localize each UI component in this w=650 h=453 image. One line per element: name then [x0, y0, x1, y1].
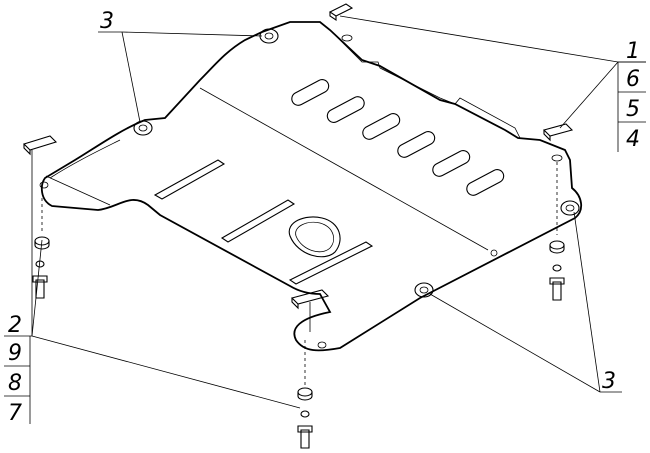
callout-table-left: 2 9 8 7: [4, 313, 32, 426]
leader-line: [559, 61, 619, 129]
small-hole: [490, 249, 498, 257]
mount-hole: [133, 120, 153, 136]
callout-2: 2: [8, 313, 22, 338]
leader-lines: [31, 15, 646, 409]
vent-slot: [466, 169, 505, 196]
mount-hole: [419, 286, 429, 294]
bracket-plate: [328, 3, 354, 17]
callout-3-top-left: 3: [100, 9, 114, 34]
callout-3-bottom-right: 3: [602, 369, 616, 394]
callout-6: 6: [626, 67, 640, 92]
skid-plate-outline: [40, 21, 582, 352]
vent-slot: [362, 113, 401, 140]
rib: [153, 159, 226, 200]
drain-opening: [288, 216, 341, 258]
mounting-holes: [39, 28, 580, 349]
bracket-plate: [329, 12, 337, 22]
small-hole: [341, 34, 353, 42]
leader-line: [45, 175, 111, 206]
washer: [549, 240, 565, 250]
vent-slot: [397, 131, 436, 158]
leader-line: [339, 15, 619, 63]
leader-line: [121, 31, 141, 123]
fastener-right: [549, 162, 565, 301]
small-hole: [39, 181, 49, 189]
bolt: [35, 279, 45, 299]
nut: [552, 264, 562, 272]
leader-line: [199, 87, 489, 251]
vent-slot: [326, 96, 365, 123]
rib: [288, 241, 374, 285]
mount-hole: [560, 200, 580, 216]
small-hole: [551, 154, 563, 162]
drain-opening-inner: [295, 221, 335, 253]
leader-line: [573, 211, 601, 393]
bracket-plate: [23, 144, 31, 156]
callout-1: 1: [626, 39, 640, 64]
bracket-plate: [542, 123, 574, 137]
bracket-plate: [543, 130, 551, 142]
callout-table-right: 1 6 5 4: [617, 39, 646, 152]
washer: [297, 387, 313, 397]
bolt-head: [32, 275, 48, 283]
mount-hole: [138, 124, 148, 132]
mount-hole: [259, 28, 279, 44]
washer: [549, 245, 565, 254]
mount-hole: [264, 32, 274, 40]
callout-8: 8: [8, 371, 22, 396]
bolt: [552, 281, 562, 301]
plate-ridge-upper: [329, 29, 521, 139]
vent-slot: [432, 150, 471, 177]
leader-line: [121, 31, 263, 37]
bolt-head: [549, 277, 565, 285]
leader-line: [31, 239, 43, 337]
stiffening-ribs: [153, 159, 374, 285]
washer: [34, 241, 50, 250]
bracket-plate: [290, 289, 330, 305]
ventilation-slots: [291, 79, 505, 196]
callout-4: 4: [626, 127, 640, 152]
rib: [220, 199, 296, 243]
vent-slot: [291, 79, 330, 106]
leader-line: [31, 335, 301, 409]
bracket-plates: [22, 3, 574, 310]
plate-ridge-left: [49, 139, 121, 179]
mount-hole: [414, 282, 434, 298]
nut: [300, 410, 310, 418]
callout-5: 5: [626, 97, 640, 122]
callout-9: 9: [8, 341, 22, 366]
small-hole: [317, 341, 327, 349]
leader-line: [429, 293, 601, 393]
bolt-head: [297, 425, 313, 433]
bolt: [300, 429, 310, 449]
mount-hole: [565, 204, 575, 212]
bracket-plate: [291, 298, 299, 310]
bracket-plate: [22, 135, 58, 151]
callout-7: 7: [8, 401, 22, 426]
washer: [297, 392, 313, 401]
fastener-bottom: [297, 340, 313, 449]
